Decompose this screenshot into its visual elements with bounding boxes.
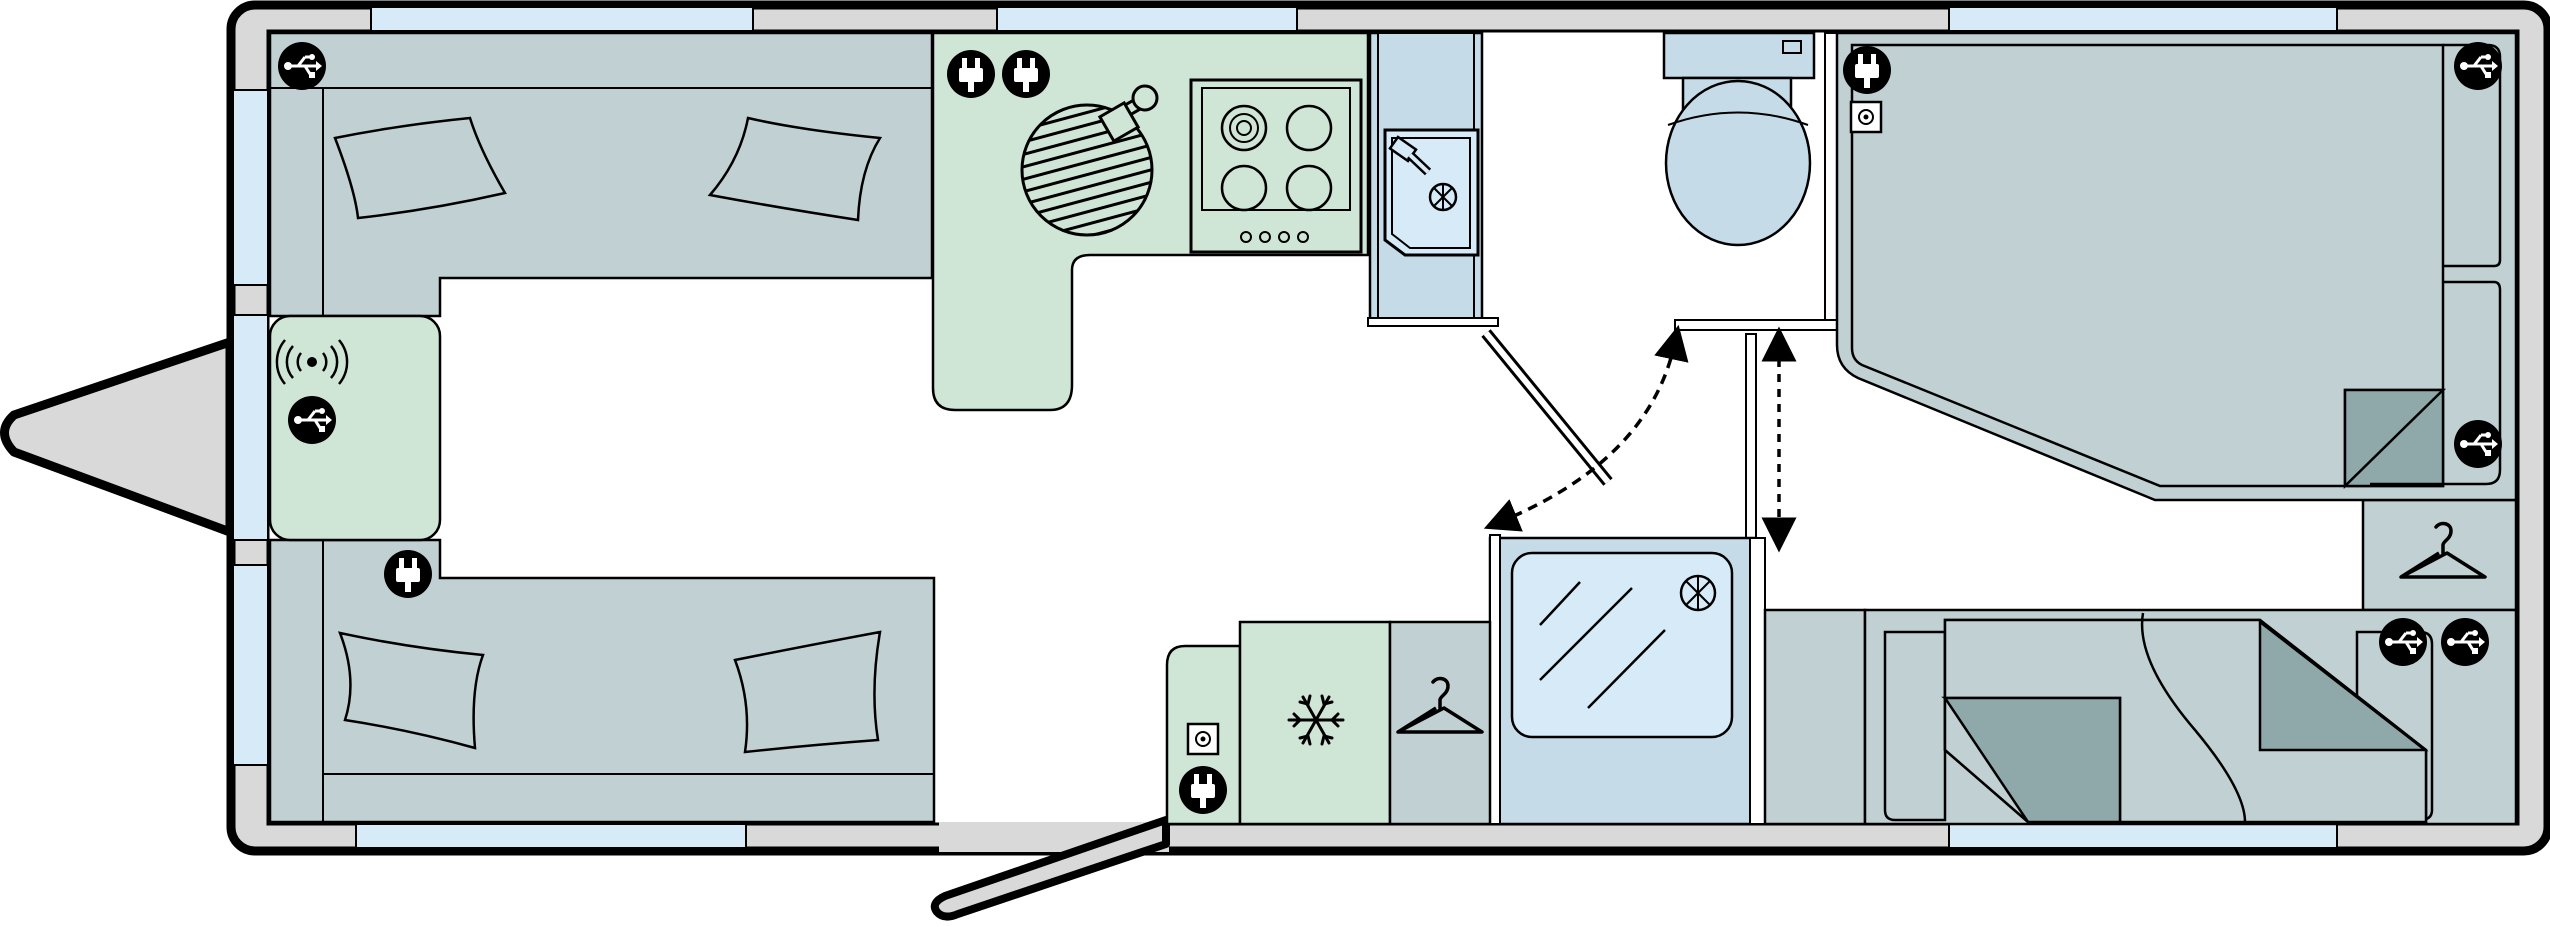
usb-socket-icon-bedroom-bottom-1 (2377, 616, 2429, 668)
wifi-signal-icon (275, 339, 349, 385)
window-front-middle (232, 314, 269, 541)
mains-socket-icon-kitchen-1 (947, 50, 995, 98)
cushion-2 (707, 116, 883, 222)
window-top-bedroom (1948, 6, 2338, 32)
front-lounge-sofa-bottom (268, 538, 936, 824)
round-sink-with-drainer (1020, 84, 1159, 237)
sliding-door-bedroom[interactable] (1745, 333, 1757, 545)
entrance-door[interactable] (930, 816, 1170, 921)
mains-socket-icon-lounge (384, 550, 432, 598)
window-front-bottom (232, 564, 269, 766)
window-front-top (232, 89, 269, 286)
usb-socket-icon-front-chest (286, 394, 338, 446)
mains-socket-icon-bedroom (1843, 46, 1891, 94)
tv-aerial-point-icon-fridge-unit (1186, 722, 1220, 756)
toilet (1662, 31, 1816, 247)
window-bottom-bedroom (1948, 823, 2338, 849)
cushion-4 (733, 630, 882, 754)
washroom-basin (1383, 128, 1480, 257)
window-top-front (370, 6, 754, 32)
cushion-3 (338, 631, 485, 750)
tow-hitch (0, 337, 235, 537)
usb-socket-icon-bedroom-top-right (2452, 40, 2504, 92)
cushion-1 (333, 116, 507, 220)
window-bottom-front (355, 823, 747, 849)
shower-drain-icon (1679, 574, 1717, 612)
usb-socket-icon-lounge-top-left (276, 40, 328, 92)
mains-socket-icon-fridge-unit (1179, 766, 1227, 814)
gas-hob (1189, 78, 1363, 254)
usb-socket-icon-bedroom-bottom-2 (2439, 616, 2491, 668)
window-top-kitchen (996, 6, 1298, 32)
wardrobe-front (1388, 620, 1492, 826)
bedroom-chest (1763, 608, 1867, 826)
mains-socket-icon-kitchen-2 (1002, 50, 1050, 98)
snowflake-fridge-icon (1287, 694, 1345, 746)
tv-aerial-point-icon-bedroom (1849, 100, 1883, 134)
washroom-door-swing-arrow (1483, 324, 1689, 532)
shower-tray (1510, 551, 1734, 739)
front-chest (268, 314, 442, 542)
usb-socket-icon-bedroom-right (2452, 418, 2504, 470)
bed-bottom-foldback-2 (2258, 619, 2429, 752)
